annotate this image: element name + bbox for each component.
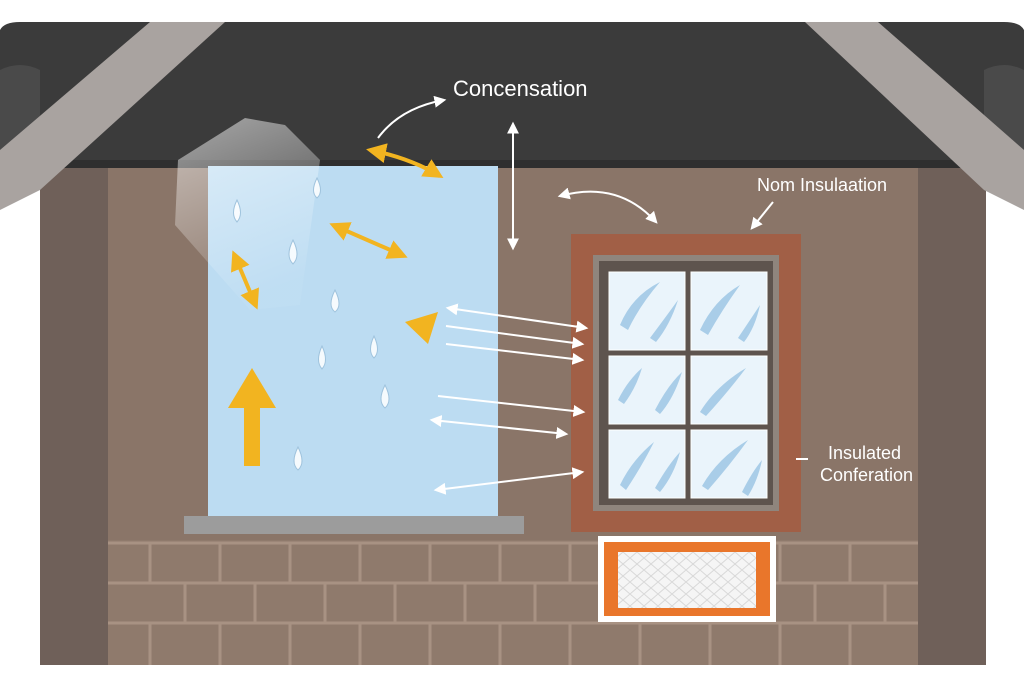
rafter-left xyxy=(0,22,225,210)
pane-condensation-streaks xyxy=(618,282,762,496)
condensation-pointer-arrow xyxy=(377,95,447,139)
light-beam xyxy=(175,118,320,310)
condensation-label: Concensation xyxy=(453,76,588,101)
droplet xyxy=(370,334,378,359)
window-pane xyxy=(690,355,768,425)
rafter-right xyxy=(805,22,1024,210)
airflow-arrow xyxy=(429,415,569,439)
droplet xyxy=(313,176,321,199)
airflow-arrow xyxy=(445,303,589,333)
droplet xyxy=(233,198,241,223)
window-sill-left xyxy=(184,516,524,534)
heat-arrow-triangle xyxy=(405,312,438,344)
non-insulation-pointer xyxy=(750,201,774,230)
insulation-block xyxy=(598,536,776,622)
curved-arrow-right xyxy=(557,187,658,224)
droplet xyxy=(330,288,340,313)
heat-arrows xyxy=(228,143,444,466)
droplet xyxy=(380,383,390,409)
window-pane xyxy=(690,271,768,351)
droplet xyxy=(293,445,303,471)
airflow-arrow xyxy=(445,325,585,349)
wall-corner-right xyxy=(918,160,986,665)
non-insulation-label: Nom Insulaation xyxy=(757,175,888,195)
water-droplets xyxy=(233,176,390,471)
airflow-arrow xyxy=(437,395,586,417)
heat-arrow-small xyxy=(231,250,259,310)
heat-arrow-diagonal xyxy=(329,222,408,259)
airflow-arrow xyxy=(445,343,585,365)
wall-corner-left xyxy=(40,160,108,665)
insulated-label-line1: Insulated xyxy=(828,443,902,463)
airflow-arrow xyxy=(433,467,585,495)
heat-arrow-curve xyxy=(366,143,444,179)
insulated-label-line2: Conferation xyxy=(820,465,914,485)
heat-arrow-up xyxy=(228,368,276,466)
droplet xyxy=(318,344,326,370)
droplet xyxy=(288,238,298,265)
annotation-arrows xyxy=(377,95,808,495)
framed-window xyxy=(571,234,801,532)
brick-foundation xyxy=(108,540,918,665)
